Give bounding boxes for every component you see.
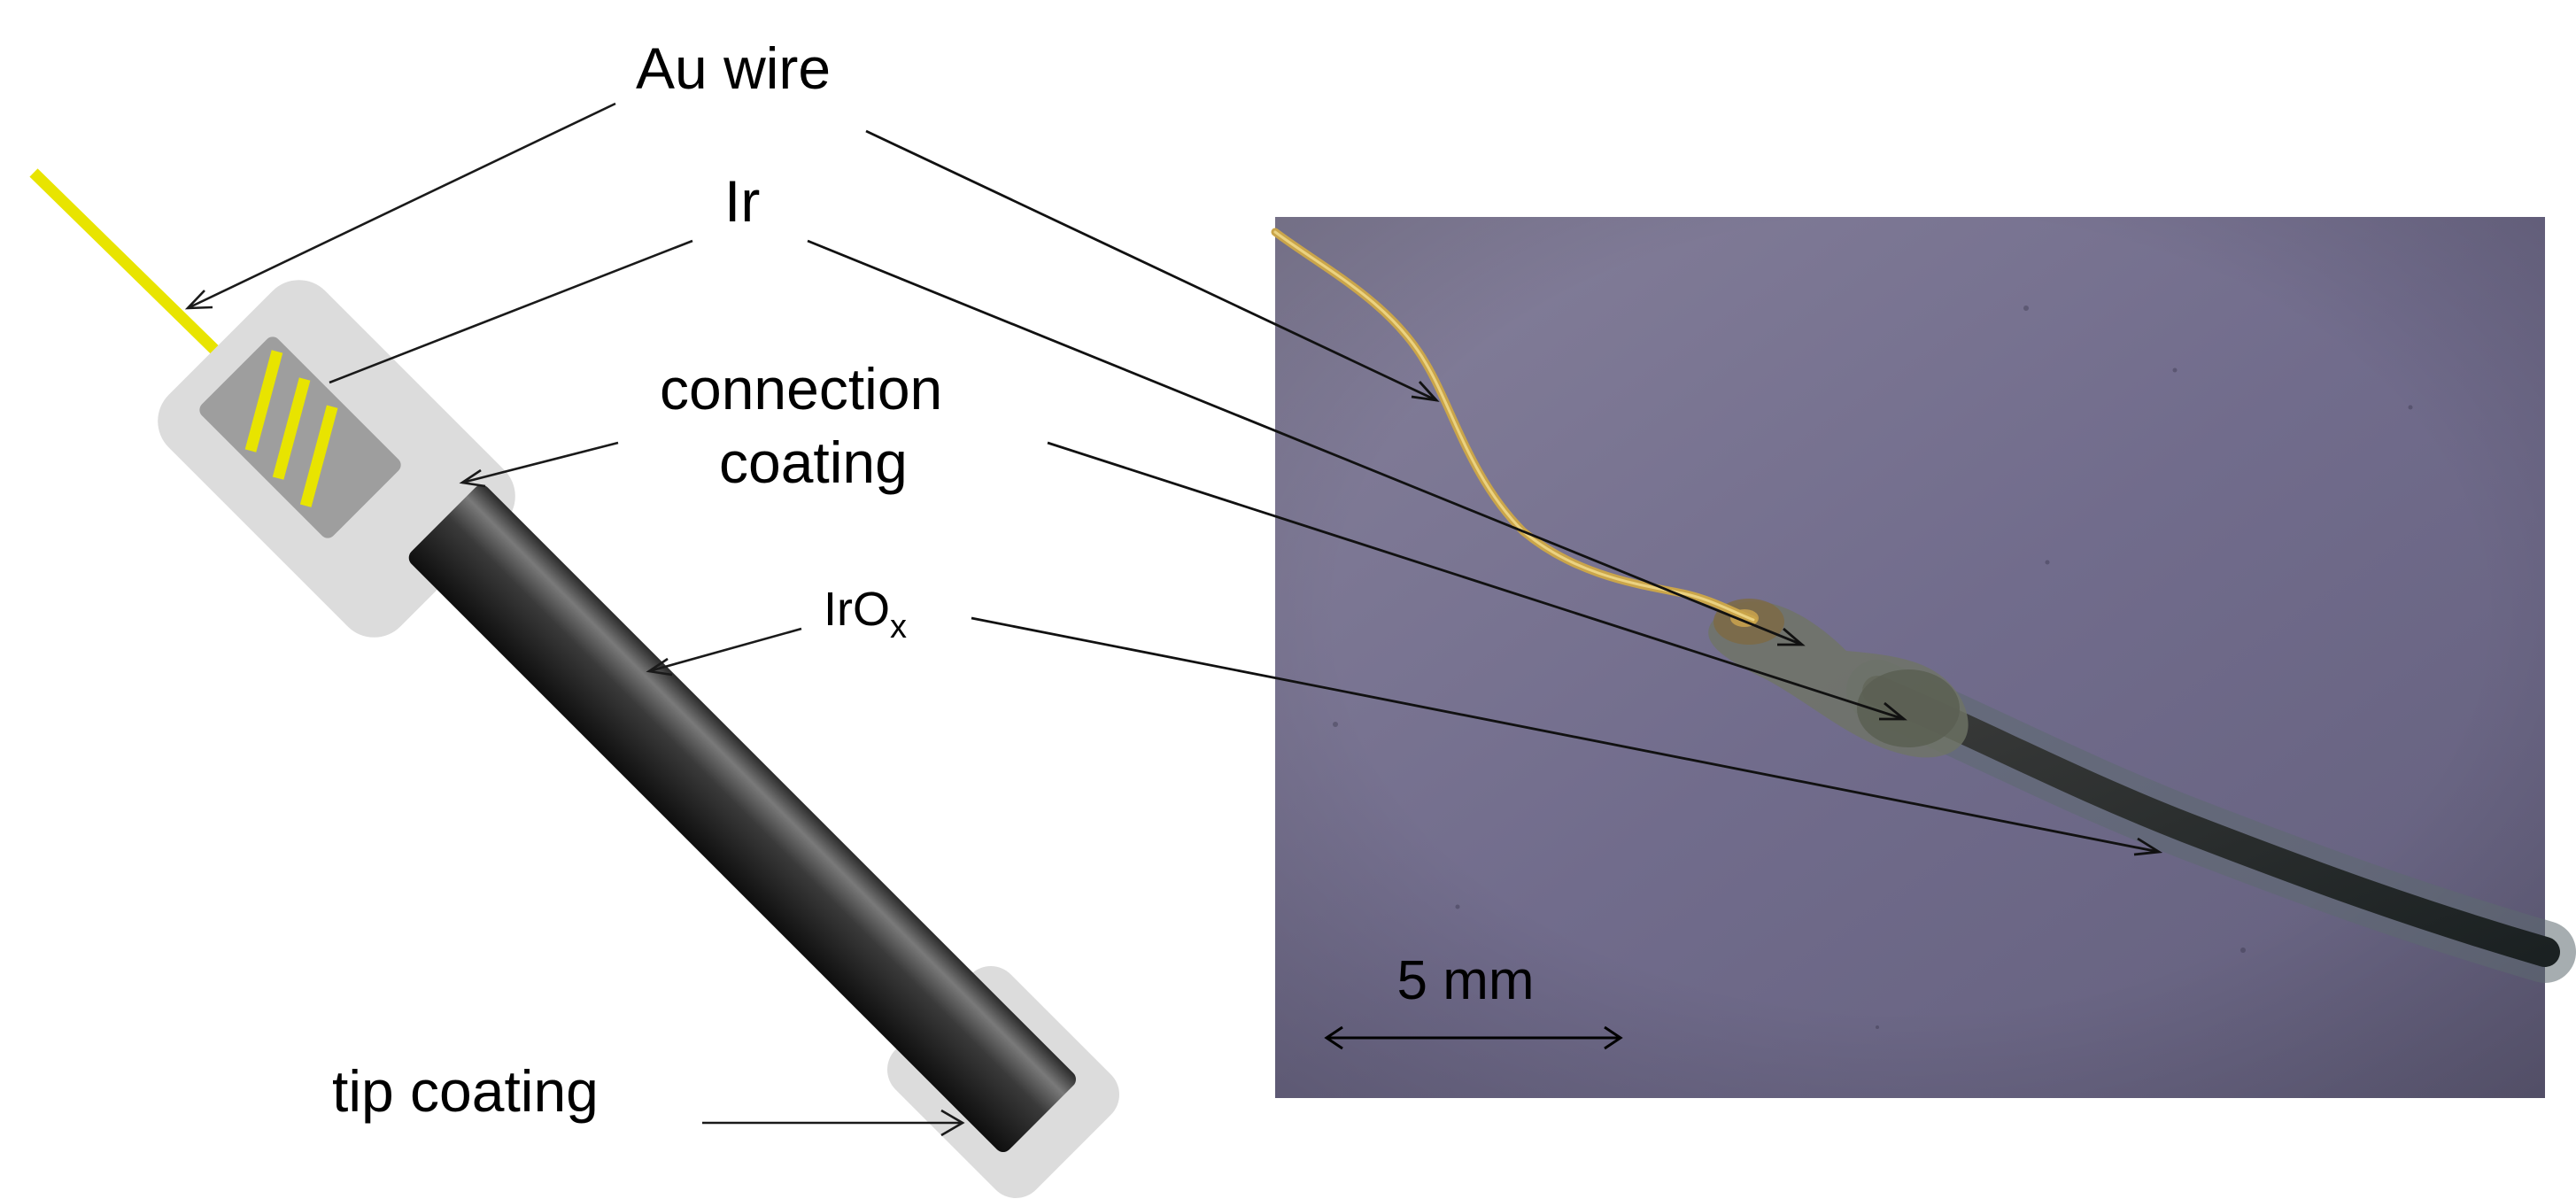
labels: Au wire Ir connection coating IrOx tip c… [332,35,942,1124]
label-tip-coating: tip coating [332,1058,599,1124]
label-au-wire: Au wire [636,35,831,101]
ir-section [199,336,401,538]
label-irox: IrOx [824,583,907,646]
label-ir: Ir [724,168,760,234]
au-wire-wrap [244,350,338,507]
leader-lines [184,102,2163,1137]
scale-bar-label: 5 mm [1397,950,1535,1011]
au-wire-segment [29,168,242,376]
irox-body [408,484,1076,1152]
schematic-electrode [29,168,1119,1198]
label-irox-base: IrO [824,583,890,636]
label-connection: connection [660,356,942,422]
label-coating: coating [719,429,908,495]
scale-bar [1324,1025,1623,1050]
micrograph-photo: 5 mm [1271,217,2576,1098]
label-irox-sub: x [890,608,907,646]
